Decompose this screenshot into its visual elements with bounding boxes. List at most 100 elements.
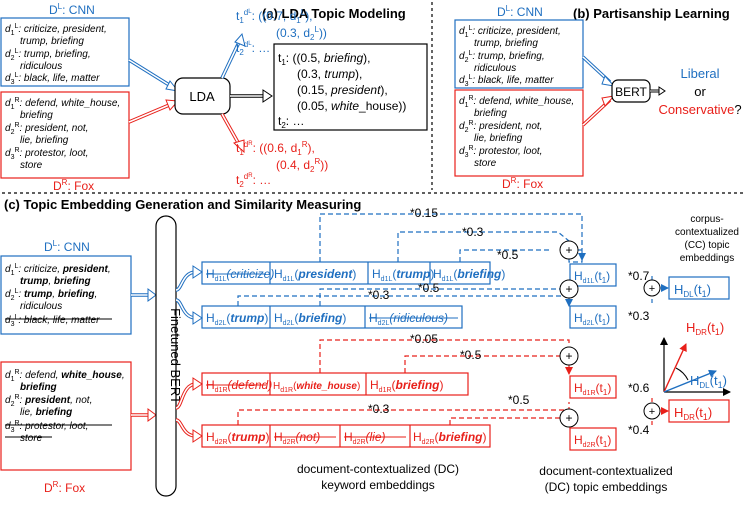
b-fox-doc-2: d2R: president, not, xyxy=(459,120,542,134)
hdl-box xyxy=(668,276,730,300)
panel-b-title: (b) Partisanship Learning xyxy=(573,6,730,21)
d1r-word-3: Hd1R(briefing) xyxy=(370,378,444,394)
h-d2l-t1 xyxy=(569,305,617,329)
liberal-label: Liberal xyxy=(680,66,719,81)
d1l-word-2: Hd1L(president) xyxy=(274,267,356,283)
row3-dashes xyxy=(319,339,573,375)
or-label: or xyxy=(694,84,706,99)
dl-topic-1b: (0.3, d2L)) xyxy=(276,25,327,42)
w-r4-1: *0.3 xyxy=(368,402,390,416)
plus-r3 xyxy=(559,346,579,366)
c-fox-doc-2: d2R: president, not, xyxy=(5,394,92,408)
fox-doc-2b: lie, briefing xyxy=(20,135,69,146)
c-cnn-doc-1b: trump, briefing xyxy=(20,276,91,287)
fox-doc-3: d3R: protestor, loot, xyxy=(5,147,88,161)
w-cl2: *0.3 xyxy=(628,309,650,323)
fox-doc-1b: briefing xyxy=(20,110,53,121)
cnn-doc-3: d3L: black, life, matter xyxy=(5,72,100,86)
w-r1-2: *0.3 xyxy=(462,225,484,239)
svg-text:HDL(t1): HDL(t1) xyxy=(690,373,727,390)
d2l-word-2: Hd2L(briefing) xyxy=(274,311,346,327)
topic-line-4: (0.05, white_house)) xyxy=(297,99,406,113)
fox-doc-2: d2R: president, not, xyxy=(5,122,88,136)
fox-doc-3b: store xyxy=(20,160,43,171)
b-cnn-doc-1b: trump, briefing xyxy=(474,38,538,49)
b-fox-doc-3b: store xyxy=(474,158,497,169)
plus-r4 xyxy=(559,408,579,428)
cc-label-4: embeddings xyxy=(680,253,734,264)
svg-text:Hd2L(t1): Hd2L(t1) xyxy=(574,311,610,327)
cnn-label: DL: CNN xyxy=(49,2,95,17)
lda-label: LDA xyxy=(189,89,215,104)
w-r1-1: *0.15 xyxy=(410,206,438,220)
svg-text:+: + xyxy=(565,243,572,257)
b-fox-doc-2b: lie, briefing xyxy=(474,133,523,144)
row4-dashes xyxy=(237,402,570,425)
dr-topic-1b: (0.4, d2R)) xyxy=(276,157,328,174)
d2r-word-2: Hd2R(not) xyxy=(274,430,320,446)
w-r3-1: *0.05 xyxy=(410,332,438,346)
d1l-word-4: Hd1L(briefing) xyxy=(433,267,505,283)
hdr-box xyxy=(668,399,730,423)
b-cnn-label: DL: CNN xyxy=(497,4,543,19)
w-r4-2: *0.5 xyxy=(508,393,530,407)
plus-r2 xyxy=(559,279,579,299)
fox-label: DR: Fox xyxy=(53,178,94,193)
row1-dashes xyxy=(319,213,586,263)
d1r-word-1: Hd1R(defend) xyxy=(206,378,272,394)
c-cnn-doc-3: d3L: black, life, matter xyxy=(5,314,100,328)
w-r2-1: *0.3 xyxy=(368,288,390,302)
c-cnn-doc-2: d2L: trump, briefing, xyxy=(5,288,97,302)
h-d2r-t1 xyxy=(569,427,617,451)
cnn-doc-1b: trump, briefing xyxy=(20,36,84,47)
svg-text:+: + xyxy=(649,406,655,418)
topic-line-1: t1: ((0.5, briefing), xyxy=(278,51,371,67)
b-cnn-doc-2: d2L: trump, briefing, xyxy=(459,50,545,64)
c-fox-label: DR: Fox xyxy=(44,480,85,495)
c-fox-doc-1: d1R: defend, white_house, xyxy=(5,369,125,383)
b-cnn-box xyxy=(454,19,584,89)
dr-topic-2: t2dR: … xyxy=(236,172,271,189)
row-d1r: Hd1R(defend) Hd1R(white_house) Hd1R(brie… xyxy=(201,372,469,396)
d2r-word-3: Hd2R(lie) xyxy=(344,430,386,446)
w-r2-2: *0.5 xyxy=(418,281,440,295)
conservative-label: Conservative? xyxy=(658,102,741,117)
c-cnn-doc-2b: ridiculous xyxy=(20,301,62,312)
fox-docs-box xyxy=(0,91,130,179)
dr-topic-1: t1dR: ((0.6, d1R), xyxy=(236,140,315,157)
finetuned-bert-label: Finetuned BERT xyxy=(168,308,183,404)
panel-c-title: (c) Topic Embedding Generation and Simil… xyxy=(4,197,361,212)
fox-doc-1: d1R: defend, white_house, xyxy=(5,97,120,111)
dc-topic-label-2: (DC) topic embeddings xyxy=(545,480,668,494)
cc-label-1: corpus- xyxy=(690,214,723,225)
b-fox-label: DR: Fox xyxy=(502,176,543,191)
w-cr1: *0.6 xyxy=(628,381,650,395)
b-cnn-doc-3: d3L: black, life, matter xyxy=(459,74,554,88)
b-fox-doc-3: d3R: protestor, loot, xyxy=(459,145,542,159)
h-d1r-t1 xyxy=(569,375,617,399)
b-fox-doc-1: d1R: defend, white_house, xyxy=(459,95,574,109)
c-fox-doc-1b: briefing xyxy=(20,382,57,393)
topic-line-2: (0.3, trump), xyxy=(297,67,362,81)
cnn-doc-2b: ridiculous xyxy=(20,61,62,72)
c-fox-doc-2b: lie, briefing xyxy=(20,407,72,418)
b-bert-label: BERT xyxy=(615,85,647,99)
dc-topic-label-1: document-contextualized xyxy=(539,464,672,478)
b-fox-doc-1b: briefing xyxy=(474,108,507,119)
plus-r1 xyxy=(559,240,579,260)
b-fox-box xyxy=(454,89,584,177)
dc-kw-label-2: keyword embeddings xyxy=(321,478,434,492)
row-d1l: Hd1L(criticize) Hd1L(president) Hd1L(tru… xyxy=(201,261,505,285)
d2r-word-1: Hd2R(trump) xyxy=(206,430,270,446)
topics-box xyxy=(273,43,428,131)
finetuned-bert xyxy=(155,215,177,497)
svg-text:HDL(t1): HDL(t1) xyxy=(674,282,711,299)
svg-text:Hd1L(t1): Hd1L(t1) xyxy=(574,269,610,285)
w-cr2: *0.4 xyxy=(628,423,650,437)
d2l-word-3: Hd2L(ridiculous) xyxy=(369,311,448,327)
cnn-docs-box xyxy=(0,17,130,87)
h-d1l-t1 xyxy=(569,263,617,287)
row-d2l: Hd2L(trump) Hd2L(briefing) Hd2L(ridiculo… xyxy=(201,305,463,329)
c-cnn-label: DL: CNN xyxy=(44,239,90,254)
